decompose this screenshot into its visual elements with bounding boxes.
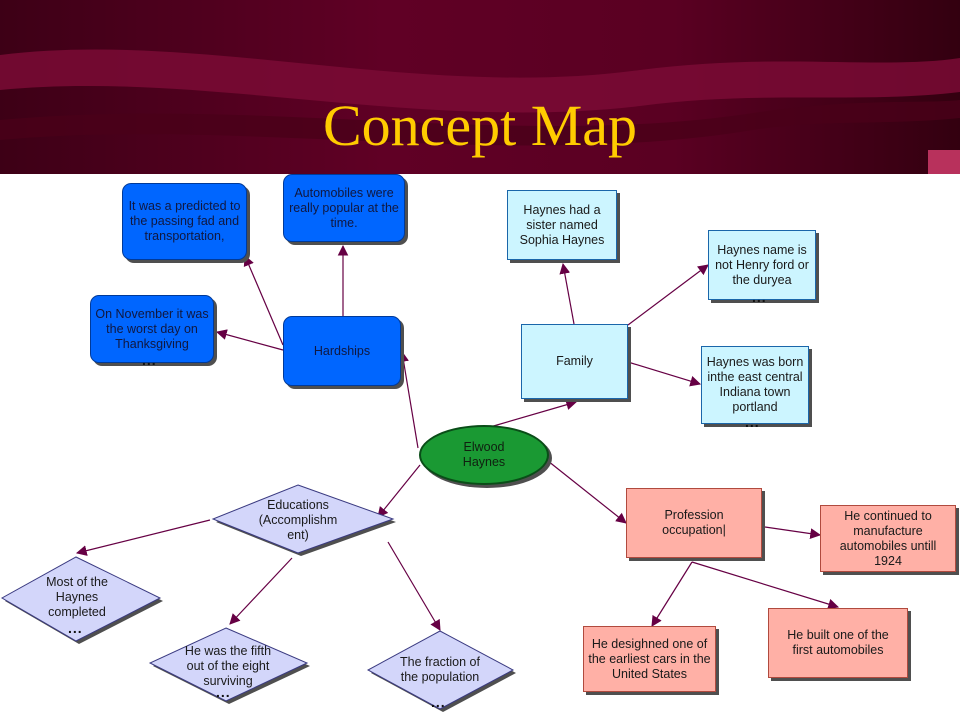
node-elwood[interactable]: Elwood Haynes — [419, 425, 549, 485]
node-born[interactable]: Haynes was born inthe east central India… — [701, 346, 809, 424]
fifth-more[interactable]: ... — [216, 684, 231, 700]
arrow-educations-fifth — [229, 557, 293, 625]
slide-title: Concept Map — [322, 93, 638, 158]
henry-more[interactable]: ... — [752, 289, 767, 305]
node-hardships-label: Hardships — [313, 343, 371, 358]
node-november-label: On November it was the worst day on Than… — [95, 306, 209, 351]
node-henry[interactable]: Haynes name is not Henry ford or the dur… — [708, 230, 816, 300]
header-swoosh — [0, 49, 960, 174]
fifth-diamond — [148, 627, 309, 702]
arrow-profession-built — [691, 561, 840, 610]
arrow-hardships-november — [215, 329, 284, 351]
node-fifth[interactable]: He was the fifth out of the eight surviv… — [176, 640, 280, 692]
arrow-elwood-family — [489, 399, 578, 428]
node-continued[interactable]: He continued to manufacture automobiles … — [820, 505, 956, 572]
node-family[interactable]: Family — [521, 324, 628, 399]
node-fad-label: It was a predicted to the passing fad an… — [128, 199, 241, 243]
node-fad[interactable]: It was a predicted to the passing fad an… — [122, 183, 247, 260]
completed-more[interactable]: ... — [68, 620, 83, 636]
arrow-educations-fraction — [387, 541, 441, 631]
node-november[interactable]: On November it was the worst day on Than… — [90, 295, 214, 363]
arrow-educations-completed — [75, 519, 211, 556]
node-sister-label: Haynes had a sister named Sophia Haynes — [519, 202, 605, 247]
node-continued-label: He continued to manufacture automobiles … — [839, 508, 937, 568]
node-completed[interactable]: Most of the Haynes completed — [28, 570, 126, 624]
node-designed[interactable]: He desighned one of the earliest cars in… — [583, 626, 716, 692]
arrow-profession-designed — [651, 561, 693, 627]
arrow-hardships-fad — [243, 255, 284, 346]
arrow-elwood-hardships — [398, 350, 419, 449]
node-hardships[interactable]: Hardships — [283, 316, 401, 386]
arrow-family-sister — [559, 262, 575, 325]
educations-diamond — [211, 484, 395, 554]
arrow-elwood-educations — [377, 464, 421, 518]
node-built-label: He built one of the first automobiles — [787, 628, 889, 657]
node-popular-label: Automobiles were really popular at the t… — [289, 185, 399, 230]
node-henry-label: Haynes name is not Henry ford or the dur… — [715, 242, 809, 287]
node-popular[interactable]: Automobiles were really popular at the t… — [283, 174, 405, 242]
arrow-elwood-profession — [547, 460, 627, 524]
node-designed-label: He desighned one of the earliest cars in… — [588, 636, 711, 681]
node-sister[interactable]: Haynes had a sister named Sophia Haynes — [507, 190, 617, 260]
slide-header: Concept Map — [0, 0, 960, 174]
node-elwood-label: Elwood Haynes — [462, 440, 506, 469]
arrow-profession-continued — [764, 526, 822, 539]
node-family-label: Family — [556, 354, 593, 368]
born-more[interactable]: ... — [745, 414, 760, 430]
arrow-family-born — [627, 361, 702, 387]
node-fifth-label: He was the fifth out of the eight surviv… — [184, 643, 272, 688]
node-fraction-label: The fraction of the population — [400, 655, 480, 684]
node-completed-label: Most of the Haynes completed — [46, 574, 108, 619]
node-profession-label: Profession occupation| — [662, 508, 726, 537]
node-born-label: Haynes was born inthe east central India… — [706, 355, 804, 414]
fraction-diamond — [366, 630, 515, 710]
node-built[interactable]: He built one of the first automobiles — [768, 608, 908, 678]
node-educations[interactable]: Educations (Accomplishm ent) — [238, 494, 358, 546]
completed-diamond — [0, 556, 162, 642]
node-fraction[interactable]: The fraction of the population — [392, 644, 488, 696]
node-profession[interactable]: Profession occupation| — [626, 488, 762, 558]
arrow-family-henry — [627, 264, 709, 326]
node-educations-label: Educations (Accomplishm ent) — [258, 497, 338, 542]
fraction-more[interactable]: ... — [431, 694, 446, 710]
november-more[interactable]: ... — [142, 352, 157, 368]
